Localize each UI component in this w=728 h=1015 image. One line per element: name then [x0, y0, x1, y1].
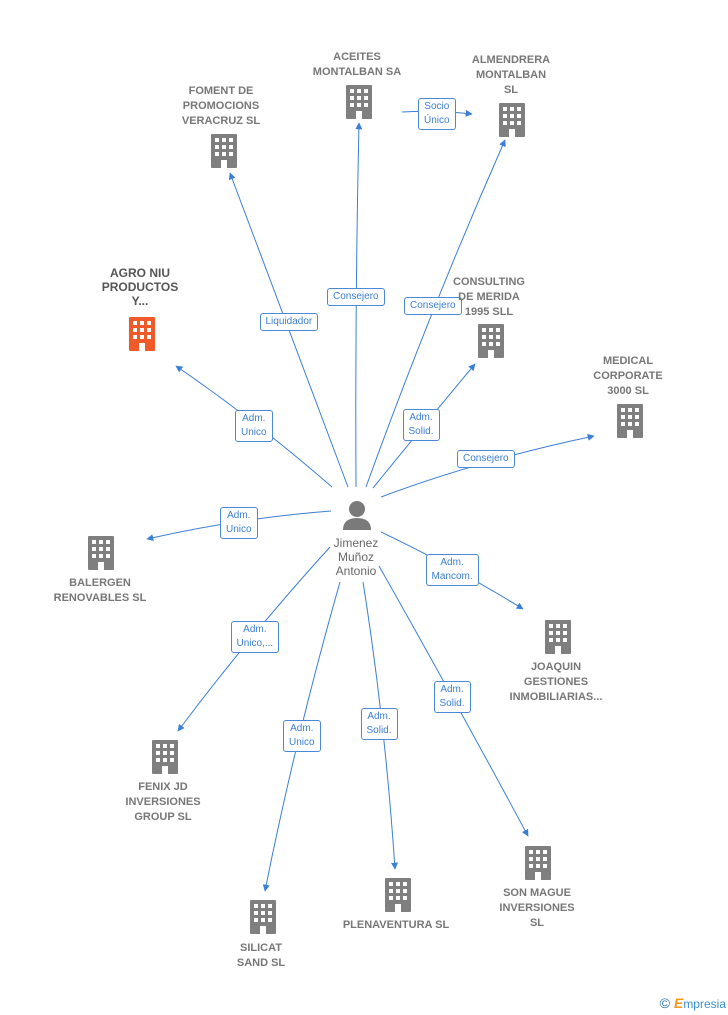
- edge-label-silicat[interactable]: Adm. Unico: [283, 720, 321, 752]
- building-icon-agro[interactable]: [129, 317, 155, 351]
- edge-label-fenix[interactable]: Adm. Unico,...: [230, 621, 280, 653]
- edge-label-agro[interactable]: Adm. Unico: [235, 410, 273, 442]
- company-name-consulting[interactable]: CONSULTING DE MERIDA 1995 SLL: [453, 276, 525, 318]
- brand-name: mpresia: [683, 997, 726, 1011]
- company-name-foment[interactable]: FOMENT DE PROMOCIONS VERACRUZ SL: [181, 85, 261, 127]
- edge-label-aceites-almendrera[interactable]: Socio Único: [418, 98, 456, 130]
- edge-label-consulting[interactable]: Adm. Solid.: [402, 409, 440, 441]
- center-person-name[interactable]: Jimenez Muñoz Antonio: [333, 536, 379, 578]
- edge-label-almendrera[interactable]: Consejero: [404, 297, 462, 315]
- company-name-aceites[interactable]: ACEITES MONTALBAN SA: [312, 51, 402, 78]
- company-name-plenaventura[interactable]: PLENAVENTURA SL: [342, 919, 450, 931]
- building-icon-fenix[interactable]: [152, 740, 178, 774]
- company-name-balergen[interactable]: BALERGEN RENOVABLES SL: [53, 577, 147, 604]
- brand-initial: E: [673, 995, 684, 1011]
- building-icon-silicat[interactable]: [250, 900, 276, 934]
- building-icon-plenaventura[interactable]: [385, 878, 411, 912]
- building-icon-sonmague[interactable]: [525, 846, 551, 880]
- edge-label-plenaventura[interactable]: Adm. Solid.: [360, 708, 398, 740]
- edge-label-joaquin[interactable]: Adm. Mancom.: [425, 554, 479, 586]
- edge-label-sonmague[interactable]: Adm. Solid.: [433, 681, 471, 713]
- company-name-almendrera[interactable]: ALMENDRERA MONTALBAN SL: [471, 54, 551, 96]
- building-icon-medical[interactable]: [617, 404, 643, 438]
- edge-label-aceites[interactable]: Consejero: [327, 288, 385, 306]
- company-name-silicat[interactable]: SILICAT SAND SL: [236, 942, 286, 969]
- building-icon-consulting[interactable]: [478, 324, 504, 358]
- company-name-medical[interactable]: MEDICAL CORPORATE 3000 SL: [593, 355, 663, 397]
- building-icon-joaquin[interactable]: [545, 620, 571, 654]
- edge-label-balergen[interactable]: Adm. Unico: [220, 507, 258, 539]
- edge-label-medical[interactable]: Consejero: [457, 450, 515, 468]
- company-name-agro[interactable]: AGRO NIU PRODUCTOS Y...: [101, 266, 179, 308]
- edge-label-foment[interactable]: Liquidador: [259, 313, 319, 331]
- copyright-icon: ©: [659, 995, 670, 1011]
- building-icon-almendrera[interactable]: [499, 103, 525, 137]
- company-name-sonmague[interactable]: SON MAGUE INVERSIONES SL: [499, 887, 575, 929]
- company-name-fenix[interactable]: FENIX JD INVERSIONES GROUP SL: [125, 781, 201, 823]
- company-name-joaquin[interactable]: JOAQUIN GESTIONES INMOBILIARIAS...: [509, 661, 603, 703]
- person-icon[interactable]: [343, 501, 371, 530]
- brand-logo: ©Empresia: [660, 995, 726, 1011]
- building-icon-aceites[interactable]: [346, 85, 372, 119]
- building-icon-balergen[interactable]: [88, 536, 114, 570]
- building-icon-foment[interactable]: [211, 134, 237, 168]
